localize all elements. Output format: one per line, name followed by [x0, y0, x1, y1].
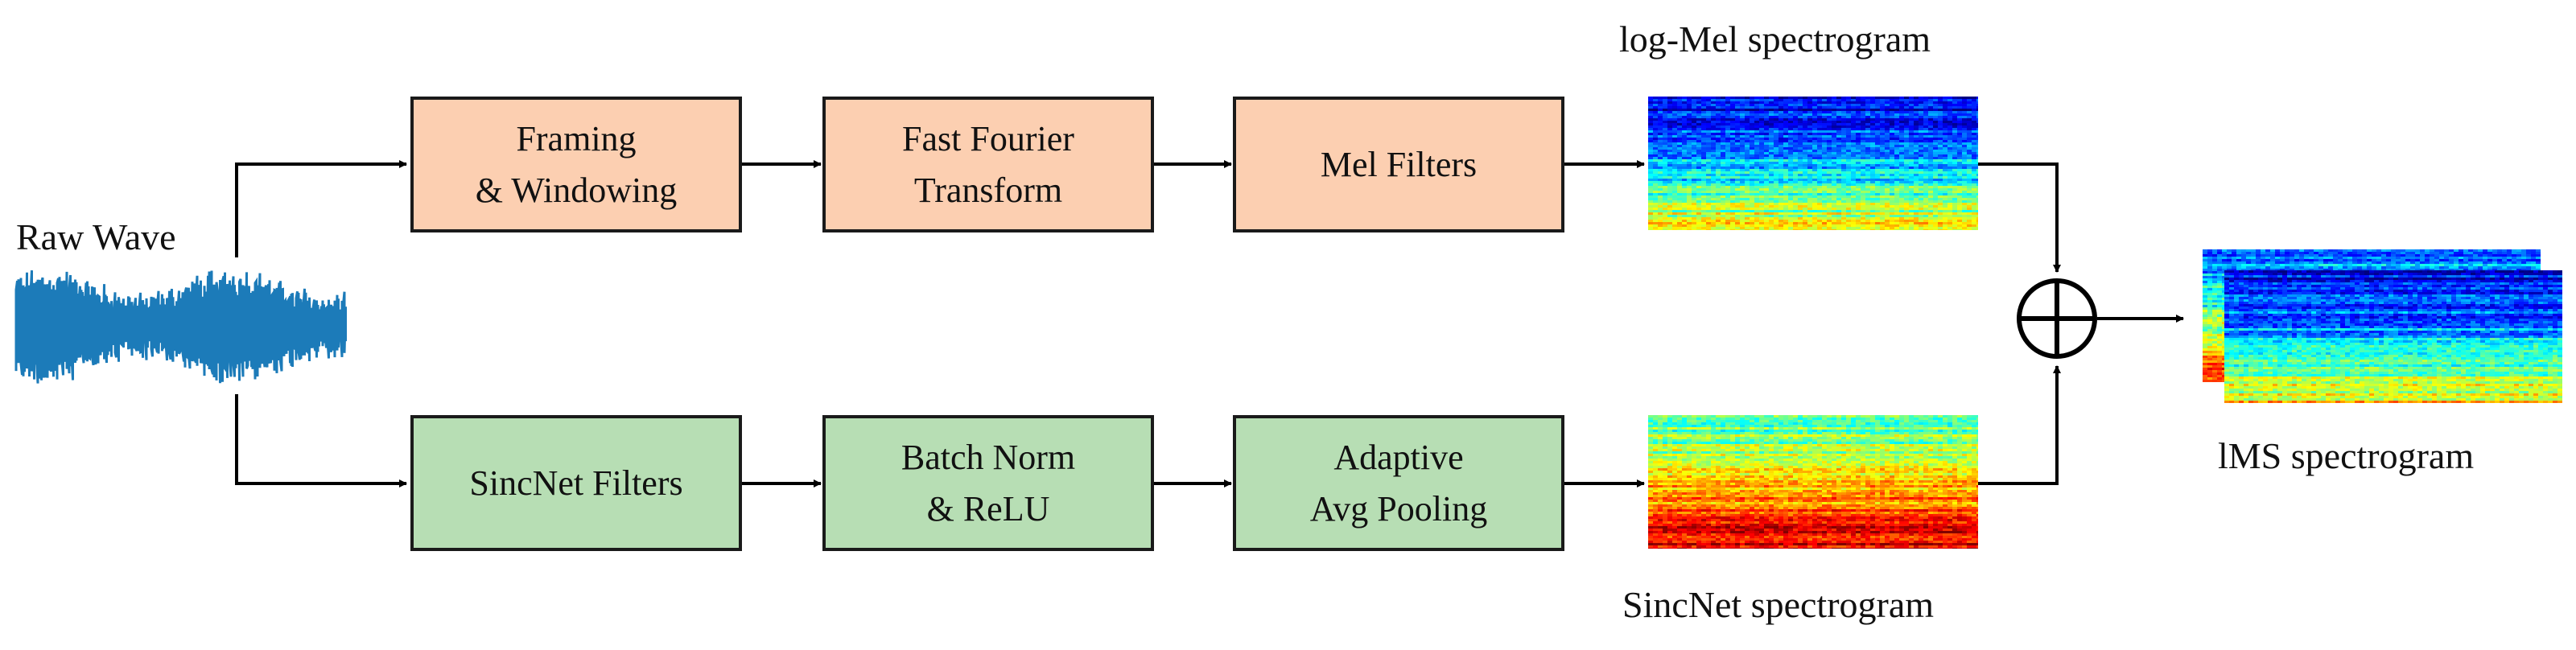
batchnorm-relu-label: Batch Norm & ReLU	[901, 437, 1076, 529]
adaptive-avg-pooling-label: Adaptive Avg Pooling	[1309, 437, 1488, 529]
logmel-spectrogram-image	[1648, 97, 1978, 230]
arrow-logmel-to-fusion	[1977, 162, 2061, 273]
raw-wave-label: Raw Wave	[16, 216, 176, 257]
logmel-spectrogram-label: log-Mel spectrogram	[1619, 19, 1931, 60]
sincnet-filters-block: SincNet Filters	[410, 415, 742, 551]
fft-label: Fast Fourier Transform	[902, 118, 1074, 210]
split-line-top	[235, 160, 407, 257]
sincnet-spectrogram-image	[1648, 415, 1978, 549]
batchnorm-relu-block: Batch Norm & ReLU	[822, 415, 1154, 551]
adaptive-avg-pooling-block: Adaptive Avg Pooling	[1233, 415, 1564, 551]
sincnet-spectrogram-label: SincNet spectrogram	[1622, 584, 1935, 625]
framing-windowing-block: Framing & Windowing	[410, 97, 742, 232]
lms-spectrogram-label: lMS spectrogram	[2218, 435, 2475, 476]
framing-windowing-label: Framing & Windowing	[475, 118, 678, 210]
mel-filters-block: Mel Filters	[1233, 97, 1564, 232]
raw-waveform-icon	[14, 270, 347, 384]
arrow-sincspec-to-fusion	[1977, 365, 2061, 485]
fusion-add-icon	[2017, 278, 2097, 359]
split-line-bottom	[235, 394, 407, 488]
lms-spectrogram-front-image	[2224, 270, 2562, 403]
mel-filters-label: Mel Filters	[1320, 144, 1478, 184]
fft-block: Fast Fourier Transform	[822, 97, 1154, 232]
sincnet-filters-label: SincNet Filters	[469, 463, 683, 503]
